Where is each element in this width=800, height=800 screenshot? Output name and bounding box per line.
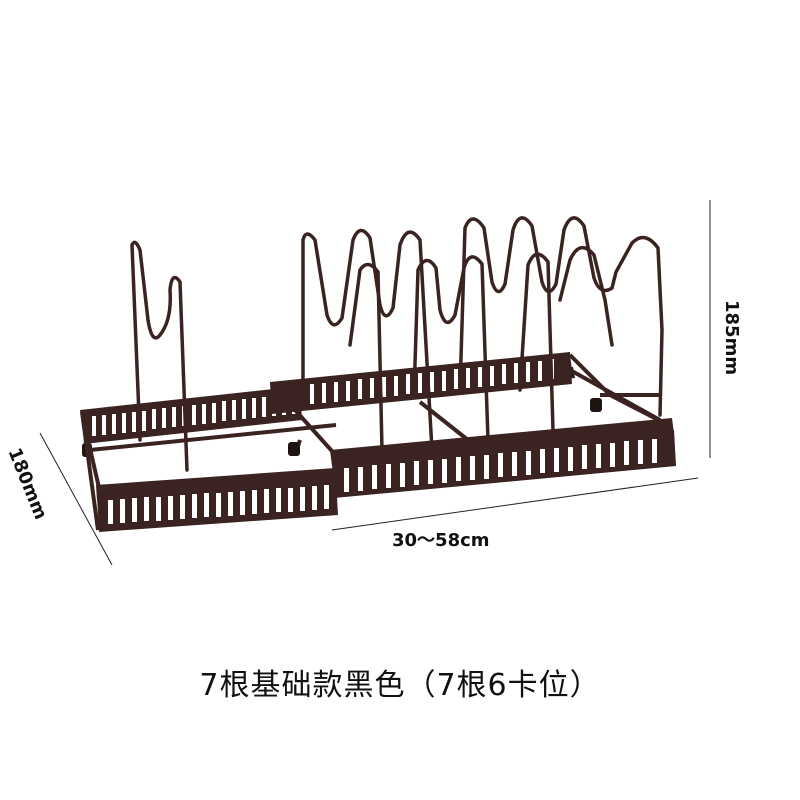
divider-3 [348,262,384,452]
left-front-slotted-panel [96,468,338,532]
dimension-lines [39,200,711,566]
right-front-slotted-panel [330,418,676,498]
width-dimension-label: 30～58cm [392,530,490,551]
wire-dividers [130,216,664,472]
divider-5 [412,255,490,442]
divider-1 [130,240,189,472]
right-end-frame [568,353,669,427]
product-caption: 7根基础款黑色（7根6卡位） [199,668,601,703]
knob-middle [288,442,300,456]
cross-bars [89,388,470,462]
divider-7 [558,245,614,347]
depth-dimension-line [39,432,113,566]
width-dimension-line [331,477,699,531]
divider-6 [518,252,555,432]
knob-right [590,398,602,412]
divider-2 [301,228,434,452]
height-dimension-label: 185mm [721,300,742,376]
left-rear-slotted-panel [82,388,302,444]
left-end-frame [80,411,102,531]
